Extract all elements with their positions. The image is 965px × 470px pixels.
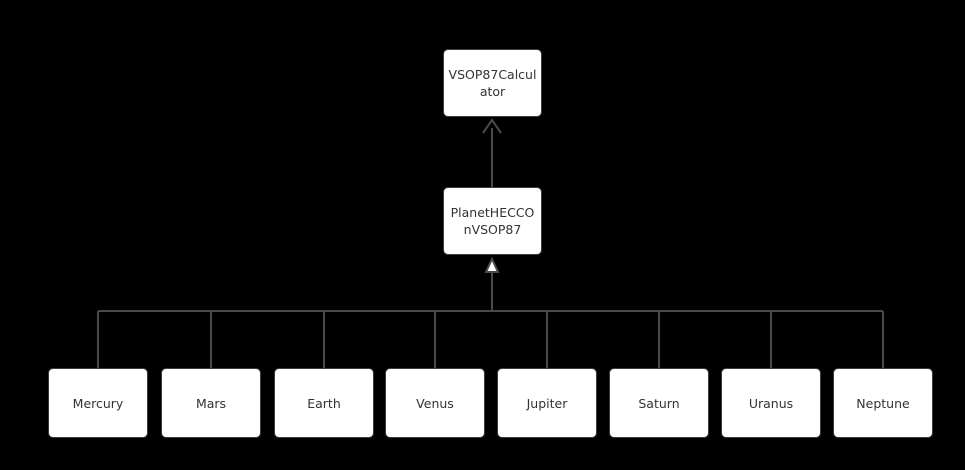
class-node-label: Mercury [72, 395, 124, 411]
class-node-label: PlanetHECCOnVSOP87 [450, 205, 535, 237]
class-node-jupiter[interactable]: Jupiter [497, 368, 597, 438]
generalization-arrowhead-root [482, 118, 502, 134]
class-node-mercury[interactable]: Mercury [48, 368, 148, 438]
class-node-label: Uranus [748, 395, 794, 411]
class-node-label: Mars [195, 395, 227, 411]
class-node-label: Venus [416, 395, 454, 411]
class-node-label: VSOP87Calculator [448, 67, 537, 99]
class-node-label: Earth [307, 395, 341, 411]
class-node-uranus[interactable]: Uranus [721, 368, 821, 438]
class-node-neptune[interactable]: Neptune [833, 368, 933, 438]
class-node-label: Neptune [856, 395, 910, 411]
class-node-venus[interactable]: Venus [385, 368, 485, 438]
class-node-planethecconvsop87[interactable]: PlanetHECCOnVSOP87 [443, 187, 542, 255]
class-node-saturn[interactable]: Saturn [609, 368, 709, 438]
class-node-mars[interactable]: Mars [161, 368, 261, 438]
class-node-label: Saturn [638, 395, 680, 411]
class-node-label: Jupiter [526, 395, 568, 411]
generalization-arrowhead-middle [484, 256, 500, 273]
class-node-earth[interactable]: Earth [274, 368, 374, 438]
class-node-vsop87calculator[interactable]: VSOP87Calculator [443, 49, 542, 117]
